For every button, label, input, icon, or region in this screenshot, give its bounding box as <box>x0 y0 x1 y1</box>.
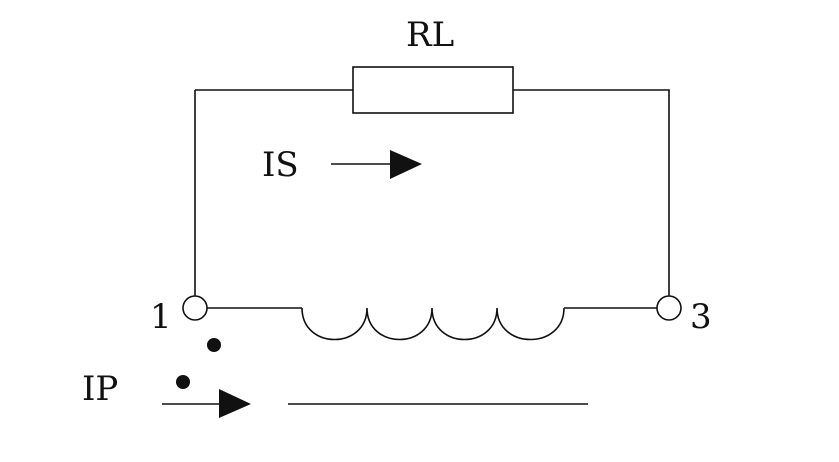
terminal-3 <box>656 295 682 321</box>
resistor-rl <box>352 66 514 114</box>
polarity-dot-lower <box>176 375 190 389</box>
inductor-coil <box>301 307 565 341</box>
primary-current-label: IP <box>82 369 118 409</box>
polarity-dot-upper <box>207 338 221 352</box>
primary-current-arrowhead <box>219 389 251 418</box>
top-right-wire <box>513 89 670 296</box>
terminal-1 <box>182 295 208 321</box>
secondary-current-arrowhead <box>390 150 422 179</box>
secondary-current-label: IS <box>262 145 299 185</box>
resistor-label: RL <box>406 15 454 55</box>
terminal-1-label: 1 <box>150 297 172 337</box>
terminal-3-label: 3 <box>690 297 712 337</box>
